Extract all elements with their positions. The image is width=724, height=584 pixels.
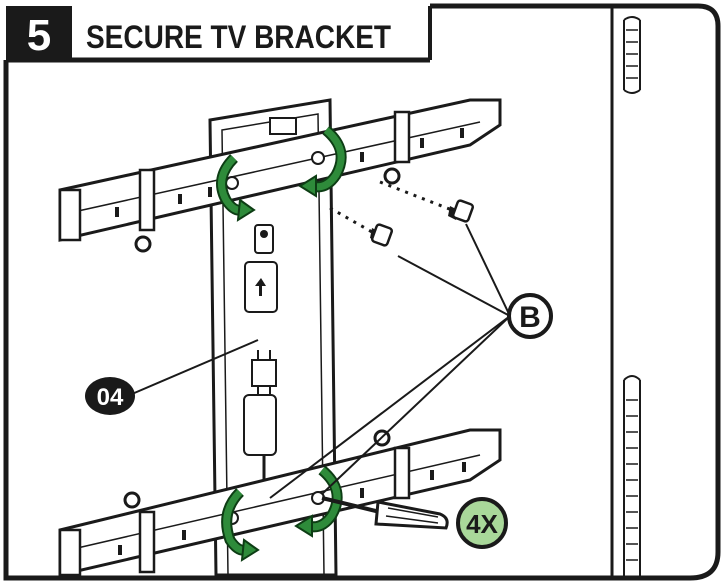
screw-callout-label: B xyxy=(519,301,541,334)
lower-rail xyxy=(58,428,502,577)
wall-edge xyxy=(610,6,641,578)
curved-rotation-arrow-icon xyxy=(221,488,260,562)
screwdriver-icon xyxy=(321,496,449,530)
quantity-badge-label: 4X xyxy=(466,509,498,539)
curved-rotation-arrow-icon xyxy=(294,465,343,538)
callout-leader-lines xyxy=(269,223,511,499)
rail-knob xyxy=(383,167,401,185)
step-number-box xyxy=(6,6,72,60)
rail-knob xyxy=(123,491,141,509)
step-frame xyxy=(3,3,721,581)
screw-callout: B xyxy=(507,293,553,339)
part-callout: 04 xyxy=(85,377,135,415)
step-title: SECURE TV BRACKET xyxy=(86,19,391,55)
part-leader-line xyxy=(131,339,259,395)
bolt-hole xyxy=(225,176,239,190)
step-number: 5 xyxy=(27,11,51,60)
curved-rotation-arrow-icon xyxy=(298,125,347,198)
bolt-hole xyxy=(311,151,325,165)
screw-icon xyxy=(329,206,394,247)
part-callout-label: 04 xyxy=(97,384,124,411)
upper-rail xyxy=(58,98,502,253)
rail-knob xyxy=(134,235,152,253)
quantity-badge: 4X xyxy=(456,497,508,549)
curved-rotation-arrow-icon xyxy=(216,154,256,222)
screw-icon xyxy=(379,180,475,223)
